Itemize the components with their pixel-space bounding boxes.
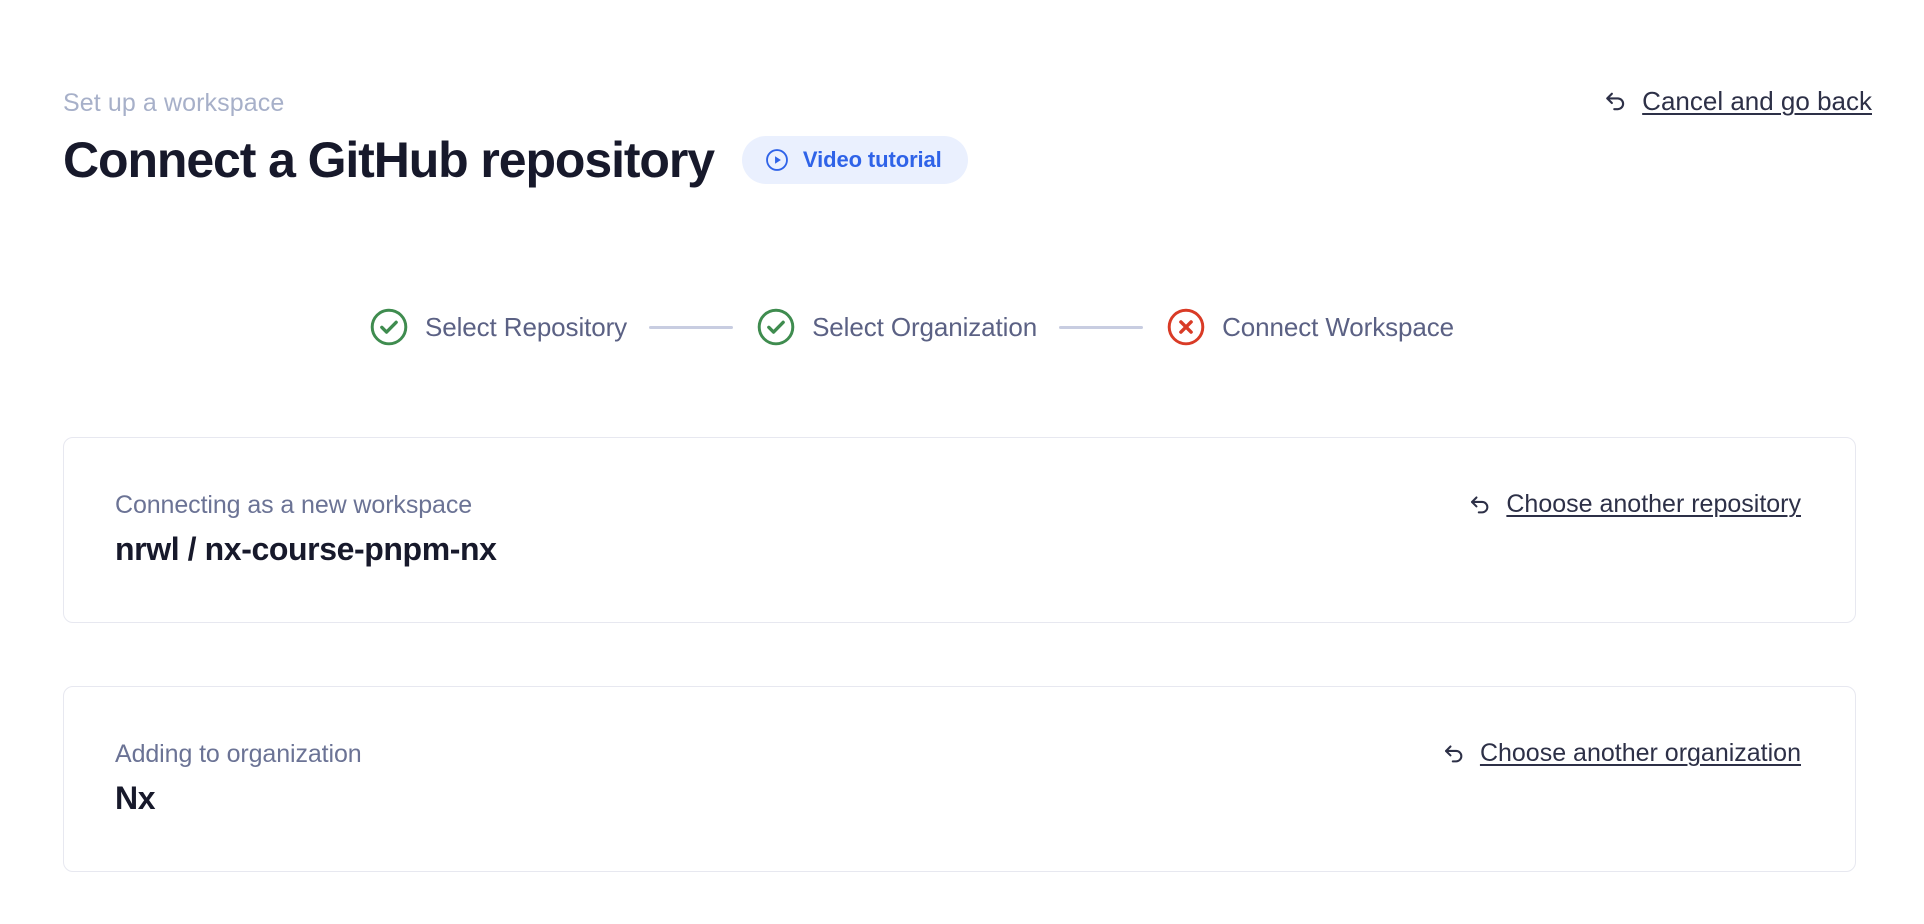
undo-arrow-icon bbox=[1465, 490, 1494, 519]
repository-name: nx-course-pnpm-nx bbox=[204, 531, 497, 567]
step-label-select-organization: Select Organization bbox=[812, 312, 1038, 342]
repository-card-value: nrwl / nx-course-pnpm-nx bbox=[115, 529, 1801, 569]
title-row: Connect a GitHub repository Video tutori… bbox=[63, 130, 1874, 190]
x-circle-icon bbox=[1165, 306, 1207, 348]
check-circle-icon bbox=[368, 306, 410, 348]
step-connect-workspace[interactable]: Connect Workspace bbox=[1165, 306, 1454, 348]
organization-card-inner: Adding to organization Nx Choose another… bbox=[64, 687, 1855, 871]
choose-another-repository-link[interactable]: Choose another repository bbox=[1465, 488, 1801, 520]
step-label-select-repository: Select Repository bbox=[425, 312, 628, 342]
page-header: Set up a workspace Connect a GitHub repo… bbox=[63, 88, 1874, 190]
check-circle-icon bbox=[755, 306, 797, 348]
choose-another-organization-link[interactable]: Choose another organization bbox=[1439, 737, 1801, 769]
undo-arrow-icon bbox=[1439, 739, 1468, 768]
repository-owner: nrwl / bbox=[115, 531, 205, 567]
page-title: Connect a GitHub repository bbox=[63, 132, 715, 188]
video-tutorial-button[interactable]: Video tutorial bbox=[741, 136, 968, 184]
choose-another-repository-label: Choose another repository bbox=[1506, 490, 1801, 518]
organization-card-value: Nx bbox=[115, 780, 156, 816]
repository-card: Connecting as a new workspace nrwl / nx-… bbox=[63, 437, 1856, 623]
undo-arrow-icon bbox=[1600, 86, 1630, 116]
choose-another-organization-label: Choose another organization bbox=[1479, 739, 1801, 767]
play-circle-icon bbox=[764, 147, 790, 173]
cancel-and-go-back-label: Cancel and go back bbox=[1642, 86, 1872, 116]
step-select-repository[interactable]: Select Repository bbox=[368, 306, 627, 348]
setup-stepper: Select Repository Select Organization Co… bbox=[368, 306, 1454, 348]
organization-card-caption: Adding to organization bbox=[115, 740, 362, 768]
cancel-and-go-back-link[interactable]: Cancel and go back bbox=[1600, 85, 1872, 117]
organization-card: Adding to organization Nx Choose another… bbox=[63, 686, 1856, 872]
step-connector-2 bbox=[1059, 325, 1144, 329]
step-label-connect-workspace: Connect Workspace bbox=[1222, 312, 1455, 342]
step-select-organization[interactable]: Select Organization bbox=[755, 306, 1037, 348]
step-connector-1 bbox=[649, 325, 734, 329]
breadcrumb-eyebrow: Set up a workspace bbox=[63, 89, 285, 117]
repository-card-inner: Connecting as a new workspace nrwl / nx-… bbox=[64, 438, 1855, 622]
repository-card-caption: Connecting as a new workspace bbox=[115, 491, 473, 519]
video-tutorial-label: Video tutorial bbox=[802, 147, 942, 172]
